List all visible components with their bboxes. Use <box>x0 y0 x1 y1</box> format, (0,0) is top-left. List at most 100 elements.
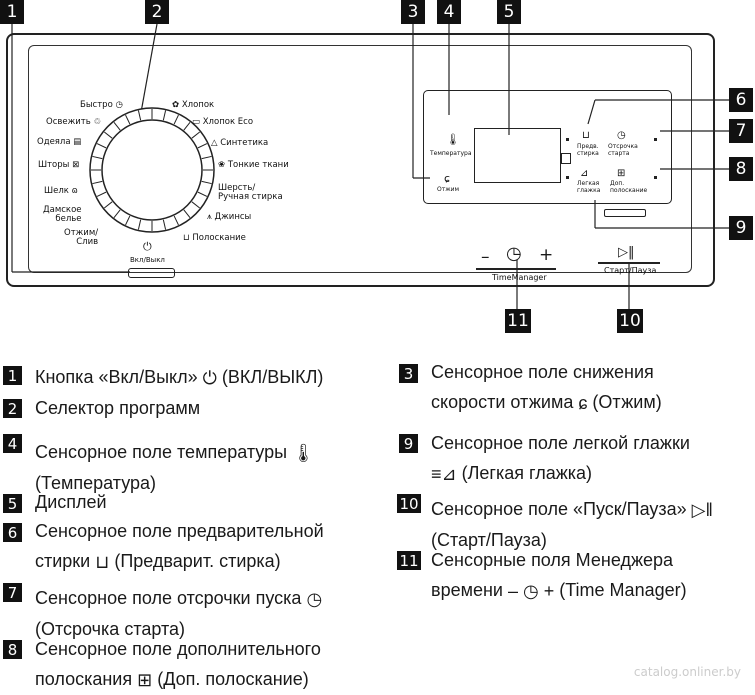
power-icon: ⏻ <box>143 240 152 253</box>
legend-6-text-c: (Предварит. стирка) <box>114 551 281 571</box>
easy-iron-icon: ≡⊿ <box>431 464 457 485</box>
power-icon: ⏻ <box>202 368 217 389</box>
time-manager-plus[interactable]: + <box>539 245 554 265</box>
program-refresh-label: Освежить <box>46 117 91 127</box>
legend-3-text-c: (Отжим) <box>592 392 662 412</box>
legend-11-text-b: времени <box>431 580 503 600</box>
program-cotton-eco[interactable]: ▭ Хлопок Eco <box>192 117 253 127</box>
program-cotton[interactable]: ✿ Хлопок <box>172 100 214 110</box>
easy-iron-label[interactable]: Легкая глажка <box>577 180 601 194</box>
delay-label[interactable]: Отсрочка старта <box>608 143 638 157</box>
program-jeans-label: Джинсы <box>214 212 252 222</box>
legend-4-text-b: (Температура) <box>35 473 157 494</box>
program-selector-dial[interactable] <box>87 105 217 235</box>
program-curtains-label: Шторы <box>38 160 70 170</box>
dial-segment-divider <box>92 155 103 160</box>
legend-9-text-a: Сенсорное поле легкой глажки <box>431 433 690 453</box>
legend-item-9: Сенсорное поле легкой глажки ≡⊿ (Легкая … <box>431 428 690 489</box>
dial-segment-divider <box>137 110 142 121</box>
callout-11: 11 <box>505 309 531 333</box>
dial-segment-divider <box>183 209 191 219</box>
program-cotton-eco-label: Хлопок Eco <box>202 117 254 127</box>
refresh-shirt-icon: ♲ <box>93 117 102 127</box>
dial-segment-divider <box>103 201 113 209</box>
legend-6-text-a: Сенсорное поле предварительной <box>35 521 324 541</box>
program-synthetics-label: Синтетика <box>220 138 269 148</box>
legend-num-3: 3 <box>399 364 418 383</box>
program-cotton-label: Хлопок <box>181 100 215 110</box>
legend-num-9: 9 <box>399 434 418 453</box>
dial-segment-divider <box>197 191 208 197</box>
time-manager-bar <box>476 268 556 270</box>
extra-rinse-icon: ⊞ <box>617 168 626 179</box>
extra-rinse-icon: ⊞ <box>137 670 153 691</box>
callout-9: 9 <box>729 216 753 240</box>
legend-num-10: 10 <box>397 494 421 513</box>
legend-item-8: Сенсорное поле дополнительного полоскани… <box>35 634 321 695</box>
legend-item-10: Сенсорное поле «Пуск/Пауза» ▷‖ (Старт/Па… <box>431 494 713 555</box>
legend-item-6: Сенсорное поле предварительной стирки ⊔ … <box>35 516 324 577</box>
program-refresh[interactable]: Освежить ♲ <box>46 117 101 127</box>
callout-3: 3 <box>401 0 425 24</box>
program-delicates[interactable]: ❀ Тонкие ткани <box>218 160 289 170</box>
program-silk-label: Шелк <box>44 186 69 196</box>
cotton-icon: ✿ <box>172 100 180 110</box>
indicator-dot <box>566 176 569 179</box>
program-quick[interactable]: Быстро ◷ <box>80 100 123 110</box>
curtain-icon: ⊠ <box>72 160 80 170</box>
dial-segment-divider <box>173 215 179 226</box>
legend-num-11: 11 <box>397 551 421 570</box>
spin-icon: ɕ <box>578 393 588 414</box>
legend-8-text-a: Сенсорное поле дополнительного <box>35 639 321 659</box>
start-pause-label[interactable]: Старт/Пауза <box>604 266 657 275</box>
program-delicates-label: Тонкие ткани <box>227 160 289 170</box>
legend-num-2: 2 <box>3 399 22 418</box>
dial-segment-divider <box>201 180 212 185</box>
thermometer-icon: 🌡 <box>446 133 460 146</box>
time-manager-label: TimeManager <box>492 273 547 282</box>
time-manager-minus[interactable]: – <box>481 247 490 267</box>
program-rinse[interactable]: ⊔ Полоскание <box>183 233 246 243</box>
indicator-dot <box>654 176 657 179</box>
spin-label: Отжим <box>437 186 460 193</box>
extra-rinse-label[interactable]: Доп. полоскание <box>610 180 648 194</box>
dial-segment-divider <box>113 209 121 219</box>
legend-num-4: 4 <box>3 434 22 453</box>
program-wool[interactable]: Шерсть/ Ручная стирка <box>218 184 283 202</box>
callout-7: 7 <box>729 119 753 143</box>
legend-item-11: Сенсорные поля Менеджера времени – ◷ + (… <box>431 545 687 606</box>
power-label: Вкл/Выкл <box>130 256 165 264</box>
delicates-icon: ❀ <box>218 160 226 170</box>
program-lingerie[interactable]: Дамское белье <box>43 206 82 224</box>
spin-icon: ɕ <box>444 172 451 185</box>
program-curtains[interactable]: Шторы ⊠ <box>38 160 79 170</box>
program-jeans[interactable]: ⩚ Джинсы <box>207 212 251 222</box>
program-silk[interactable]: Шелк ɷ <box>44 186 78 196</box>
dial-segment-divider <box>96 143 107 149</box>
legend-7-text-a: Сенсорное поле отсрочки пуска <box>35 588 302 608</box>
prewash-label[interactable]: Предв. стирка <box>577 143 599 157</box>
dial-segment-divider <box>92 180 103 185</box>
legend-item-4: Сенсорное поле температуры 🌡 (Температур… <box>35 437 315 498</box>
cotton-eco-icon: ▭ <box>192 117 201 127</box>
dial-segment-divider <box>162 219 167 230</box>
delay-clock-icon: ◷ <box>617 130 626 141</box>
thermometer-icon: 🌡 <box>292 443 315 464</box>
dial-segment-divider <box>96 191 107 197</box>
leader-lines <box>11 23 729 309</box>
legend-6-text-b: стирки <box>35 551 91 571</box>
program-duvets[interactable]: Одеяла ▤ <box>37 137 81 147</box>
start-pause-bar <box>598 262 660 264</box>
legend-10-text-a: Сенсорное поле «Пуск/Пауза» <box>431 499 687 519</box>
callout-10: 10 <box>617 309 643 333</box>
time-manager-clock-icon: ◷ <box>506 243 522 264</box>
dial-segment-divider <box>173 114 179 125</box>
program-rinse-label: Полоскание <box>192 233 246 243</box>
dial-segment-divider <box>137 219 142 230</box>
program-spin-drain[interactable]: Отжим/ Слив <box>64 229 98 247</box>
power-button[interactable] <box>128 268 175 278</box>
legend-item-2: Селектор программ <box>35 393 200 423</box>
program-synthetics[interactable]: △ Синтетика <box>211 138 268 148</box>
prewash-icon: ⊔ <box>582 130 590 141</box>
play-pause-icon: ▷‖ <box>691 500 713 521</box>
